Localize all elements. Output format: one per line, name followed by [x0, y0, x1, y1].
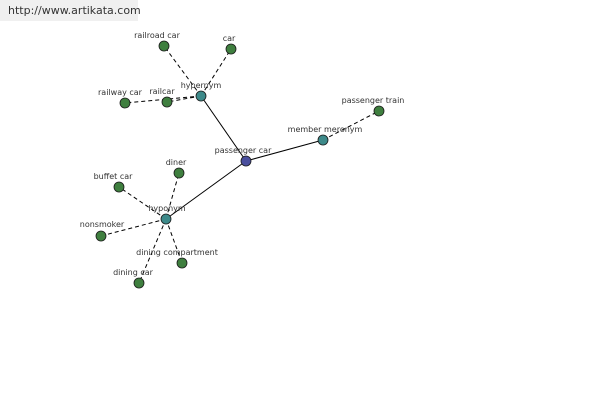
node-marker[interactable] [225, 43, 237, 55]
node-label: member meronym [288, 125, 363, 134]
edge-hypernym-to-car [200, 48, 232, 97]
node-marker[interactable] [195, 90, 207, 102]
node-label: nonsmoker [80, 220, 125, 229]
node-dining-car[interactable]: dining car [113, 268, 154, 289]
edge-hyponym-to-buffet-car [118, 186, 167, 220]
node-label: car [223, 34, 236, 43]
node-railroad-car[interactable]: railroad car [134, 31, 181, 52]
node-marker[interactable] [158, 40, 170, 52]
node-label: railway car [98, 88, 143, 97]
node-marker[interactable] [160, 213, 172, 225]
node-passenger-train[interactable]: passenger train [342, 96, 405, 117]
node-label: passenger train [342, 96, 405, 105]
node-layer: passenger car hypernym hyponym member meron… [80, 31, 405, 289]
node-marker[interactable] [173, 167, 185, 179]
node-hyponym[interactable]: hyponym [148, 204, 186, 225]
edge-passenger-car-to-hyponym [165, 160, 247, 220]
edge-member-meronym-to-passenger-train [322, 110, 380, 141]
edge-hyponym-to-dining-compartment [165, 218, 183, 264]
node-member-meronym[interactable]: member meronym [288, 125, 363, 146]
node-marker[interactable] [119, 97, 131, 109]
node-label: railcar [149, 87, 175, 96]
node-marker[interactable] [161, 96, 173, 108]
node-label: buffet car [94, 172, 134, 181]
node-marker[interactable] [113, 181, 125, 193]
node-label: dining car [113, 268, 154, 277]
node-label: railroad car [134, 31, 180, 40]
node-railway-car[interactable]: railway car [98, 88, 143, 109]
node-label: hyponym [148, 204, 186, 213]
edge-hyponym-to-dining-car [138, 218, 167, 284]
node-diner[interactable]: diner [166, 158, 187, 179]
node-car[interactable]: car [223, 34, 237, 55]
node-label: dining compartment [136, 248, 218, 257]
edge-layer [100, 45, 380, 284]
node-railcar[interactable]: railcar [149, 87, 175, 108]
node-nonsmoker[interactable]: nonsmoker [80, 220, 125, 242]
node-label: diner [166, 158, 187, 167]
edge-hyponym-to-diner [165, 172, 180, 220]
node-label: hypernym [181, 81, 222, 90]
node-marker[interactable] [176, 257, 188, 269]
node-passenger-car[interactable]: passenger car [215, 146, 272, 167]
node-marker[interactable] [95, 230, 107, 242]
edge-passenger-car-to-member-meronym [245, 139, 324, 162]
node-marker[interactable] [133, 277, 145, 289]
node-label: passenger car [215, 146, 272, 155]
node-hypernym[interactable]: hypernym [181, 81, 222, 102]
node-buffet-car[interactable]: buffet car [94, 172, 134, 193]
edge-hypernym-to-railroad-car [163, 45, 202, 97]
node-marker[interactable] [373, 105, 385, 117]
node-dining-compartment[interactable]: dining compartment [136, 248, 218, 269]
edge-passenger-car-to-hypernym [200, 95, 247, 162]
node-marker[interactable] [240, 155, 252, 167]
edge-hypernym-to-railcar [166, 95, 202, 103]
node-marker[interactable] [317, 134, 329, 146]
site-watermark: http://www.artikata.com [0, 0, 141, 21]
